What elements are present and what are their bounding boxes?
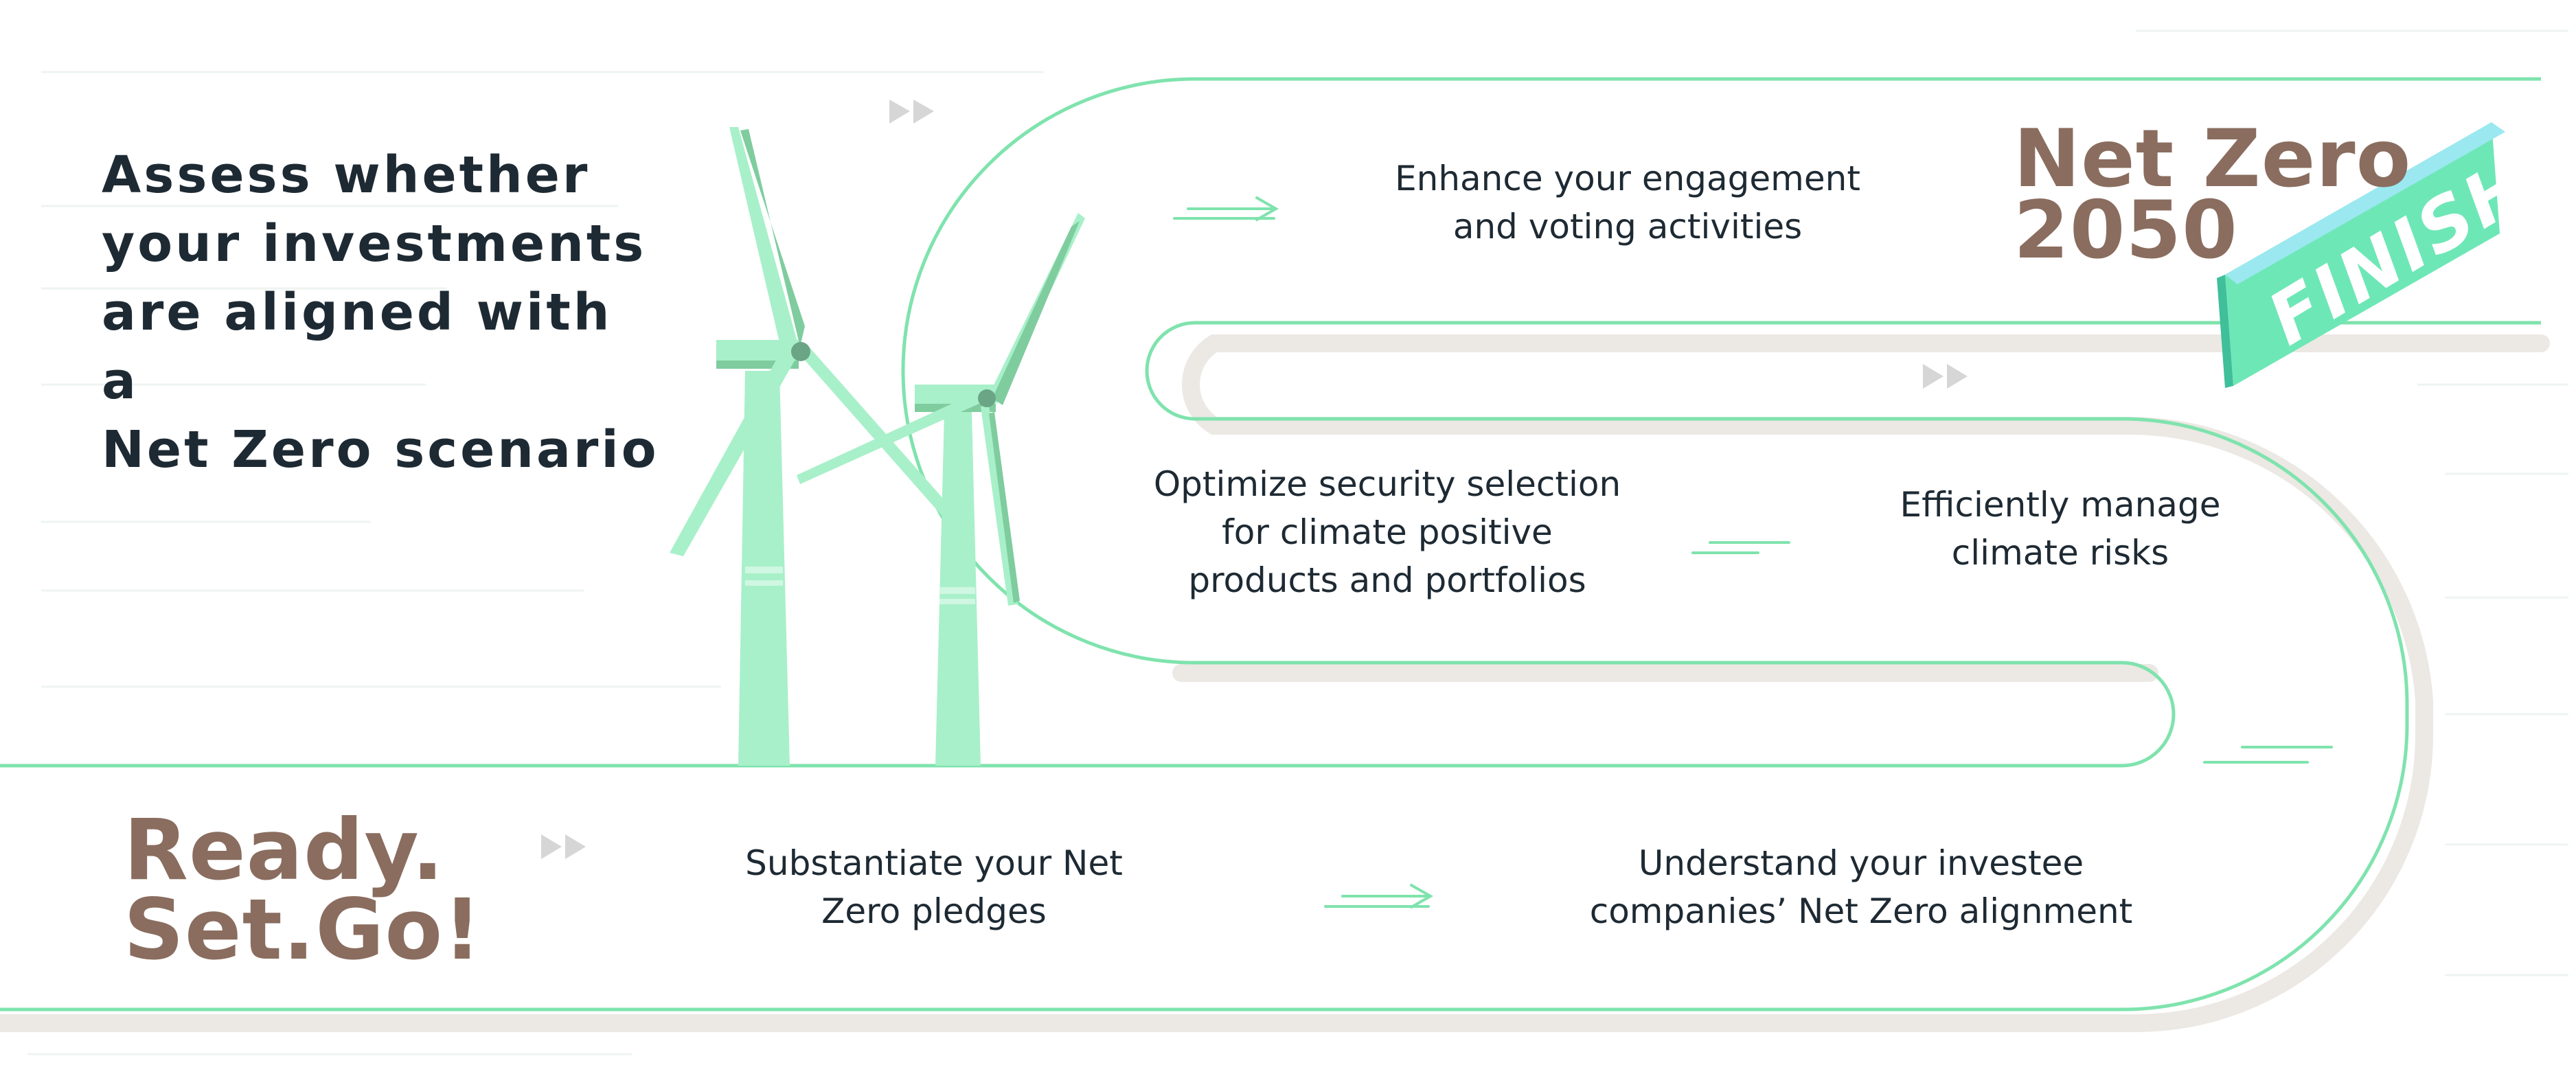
arrow-right-icon [1324, 884, 1434, 909]
step-manage-climate-risks: Efficiently manage climate risks [1900, 485, 2221, 573]
headline: Assess whether your investments are alig… [102, 146, 659, 479]
fast-forward-icon [541, 100, 1968, 859]
arrow-right-icon [1173, 196, 1279, 221]
road-inner-edge [0, 77, 2541, 768]
finish-banner-icon [2217, 122, 2505, 388]
track-shadow [0, 334, 2550, 1032]
start-label: Ready. Set.Go! [124, 801, 482, 979]
step-engagement-voting: Enhance your engagement and voting activ… [1395, 159, 1860, 247]
step-security-selection: Optimize security selection for climate … [1153, 464, 1621, 600]
winding-road [0, 77, 2541, 1012]
wind-turbine-icon [797, 213, 1085, 766]
arrow-left-icon [1691, 541, 1790, 554]
step-substantiate-pledges: Substantiate your Net Zero pledges [745, 843, 1123, 931]
wind-turbine-icon [670, 127, 955, 766]
road-outer-edge [0, 321, 2541, 1012]
goal-label: Net Zero 2050 [2014, 113, 2412, 277]
speed-lines [2203, 746, 2333, 764]
background-lines [27, 30, 2568, 1055]
step-investee-alignment: Understand your investee companies’ Net … [1589, 843, 2133, 931]
